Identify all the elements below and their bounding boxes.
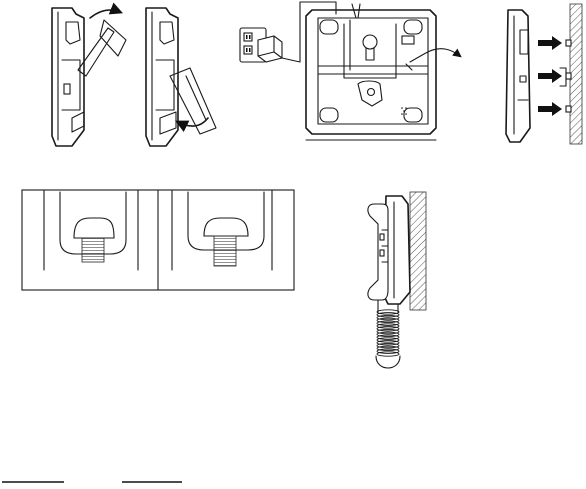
panel-handset-hook-open [52, 8, 126, 146]
cord-coil [377, 349, 399, 353]
cord-coil [377, 341, 399, 345]
panel-base-bottom-wiring [240, 2, 460, 140]
cord-coil [377, 315, 399, 319]
cord-coil [377, 352, 399, 356]
panel-handset-hook-close [146, 8, 216, 146]
cord-coil [377, 318, 399, 322]
panel-hook-tab-positions [22, 190, 294, 290]
cord-coil [377, 324, 399, 328]
panel-wall-mounted-phone [368, 192, 426, 368]
cord-coil [377, 329, 399, 333]
panel-wall-mount-pegs [506, 4, 582, 144]
cord-coil [377, 335, 399, 339]
cord-coil [377, 310, 399, 314]
cord-coil [377, 338, 399, 342]
cord-coil [377, 346, 399, 350]
cord-coil [377, 327, 399, 331]
cord-coil [377, 343, 399, 347]
cord-coil [377, 332, 399, 336]
cord-coil [377, 313, 399, 317]
cord-coil [377, 321, 399, 325]
